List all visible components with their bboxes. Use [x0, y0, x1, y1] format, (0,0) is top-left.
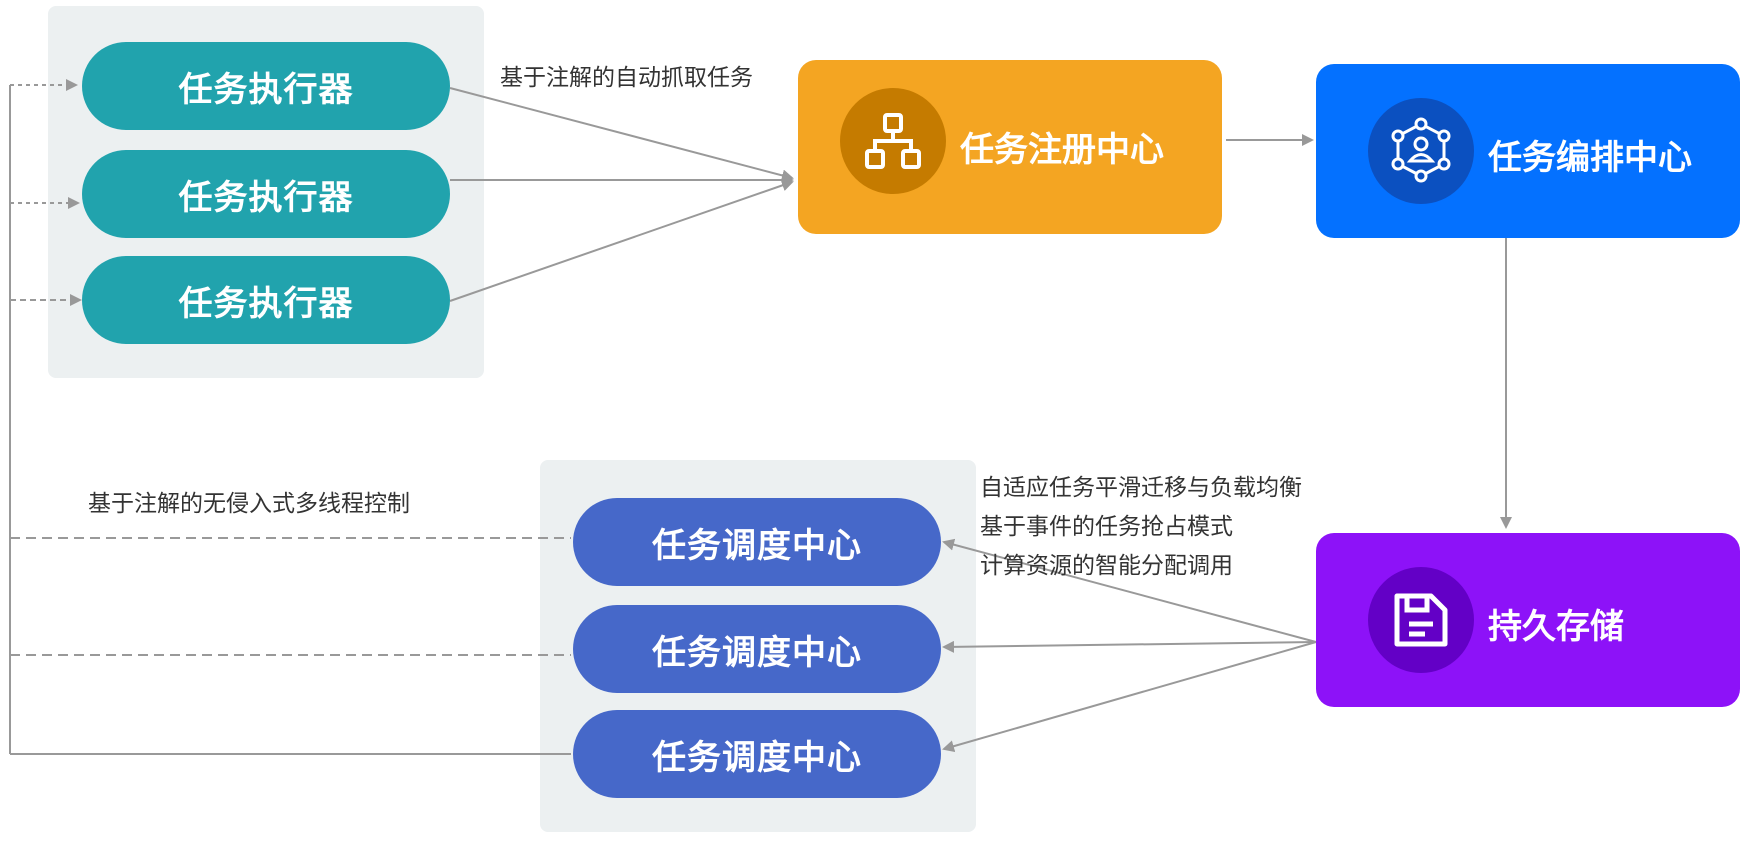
feature-note: 自适应任务平滑迁移与负载均衡 — [980, 475, 1302, 501]
arrow-storage-to-scheduler-1 — [942, 538, 1317, 643]
scheduler-node-1: 任务调度中心 — [573, 498, 941, 586]
executor-label: 任务执行器 — [178, 177, 354, 218]
registry-label: 任务注册中心 — [960, 130, 1164, 170]
scheduler-label: 任务调度中心 — [652, 632, 862, 673]
orchestration-label: 任务编排中心 — [1488, 138, 1692, 178]
storage-label: 持久存储 — [1488, 607, 1624, 647]
executor-node-1: 任务执行器 — [82, 42, 450, 130]
executor-node-3: 任务执行器 — [82, 256, 450, 344]
scheduler-label: 任务调度中心 — [652, 525, 862, 566]
auto-grab-note: 基于注解的自动抓取任务 — [500, 65, 753, 91]
scheduler-node-2: 任务调度中心 — [573, 605, 941, 693]
arrow-storage-to-scheduler-3 — [942, 641, 1317, 753]
persistent-storage-node: 持久存储 — [1316, 533, 1740, 707]
executor-node-2: 任务执行器 — [82, 150, 450, 238]
threading-note: 基于注解的无侵入式多线程控制 — [88, 491, 410, 517]
network-user-icon — [1368, 98, 1474, 204]
executor-label: 任务执行器 — [178, 69, 354, 110]
sitemap-icon — [840, 88, 946, 194]
scheduler-label: 任务调度中心 — [652, 737, 862, 778]
arrow-executor-3-to-registry — [449, 179, 794, 302]
registry-center-node: 任务注册中心 — [798, 60, 1222, 234]
arrow-executor-1-to-registry — [449, 87, 794, 182]
arrow-storage-to-scheduler-2 — [942, 640, 1317, 653]
feature-note: 基于事件的任务抢占模式 — [980, 514, 1233, 540]
scheduler-node-3: 任务调度中心 — [573, 710, 941, 798]
save-icon — [1368, 567, 1474, 673]
executor-label: 任务执行器 — [178, 283, 354, 324]
orchestration-center-node: 任务编排中心 — [1316, 64, 1740, 238]
feature-note: 计算资源的智能分配调用 — [980, 553, 1233, 579]
